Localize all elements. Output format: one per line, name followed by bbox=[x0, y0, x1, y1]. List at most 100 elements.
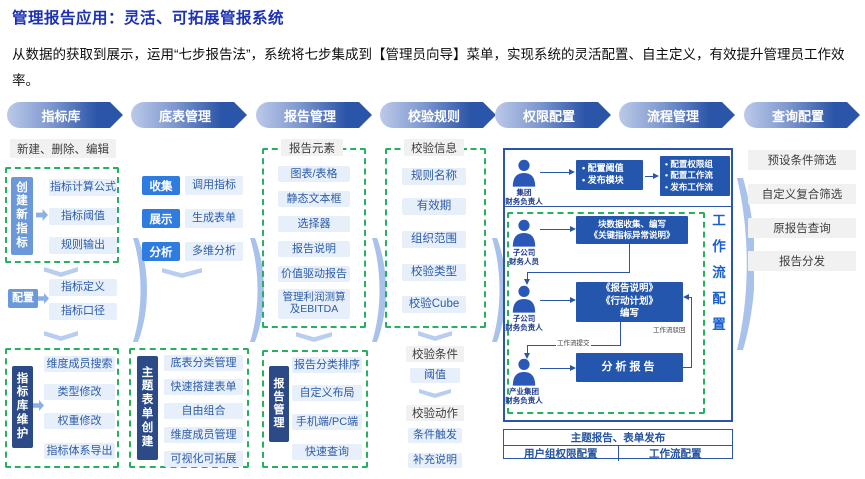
workflow-box-line: • 配置权限组 bbox=[665, 159, 713, 170]
workflow-box-report: 《报告说明》 《行动计划》 编写 bbox=[576, 282, 683, 322]
person-icon bbox=[512, 358, 536, 386]
actor-label: 产业集团 财务负责人 bbox=[500, 387, 548, 405]
arrowhead-icon bbox=[570, 296, 576, 303]
chevron-down-icon bbox=[44, 267, 78, 277]
report-manage-item: 快速查询 bbox=[292, 444, 362, 460]
validation-item: 有效期 bbox=[402, 198, 466, 215]
workflow-box-line: 分析报告 bbox=[601, 361, 658, 374]
workflow-reject-label: 工作流驳回 bbox=[652, 327, 687, 335]
validation-cond-item: 阈值 bbox=[410, 368, 460, 383]
theme-form-group bbox=[129, 348, 249, 468]
connector-line bbox=[620, 322, 621, 345]
validation-item: 校验Cube bbox=[402, 296, 466, 313]
arrowhead-icon bbox=[569, 168, 575, 175]
connector-line bbox=[540, 172, 570, 173]
chevron-down-icon bbox=[419, 389, 451, 398]
connector-line bbox=[688, 297, 692, 298]
arrowhead-icon bbox=[570, 364, 576, 371]
actor-line: 财务负责人 bbox=[505, 395, 543, 405]
workflow-box-line: 《行动计划》 bbox=[600, 295, 658, 307]
connector-line bbox=[540, 300, 571, 301]
workflow-submit-label: 工作流提交 bbox=[556, 340, 591, 348]
workflow-divider bbox=[503, 206, 733, 207]
connector-line bbox=[683, 367, 692, 368]
person-icon bbox=[512, 219, 536, 247]
step-indicator-library: 指标库 bbox=[7, 102, 123, 128]
footer-top-cell: 主题报告、表单发布 bbox=[570, 432, 666, 444]
connector-line bbox=[629, 244, 630, 272]
query-item: 报告分发 bbox=[748, 251, 856, 271]
step-validation-rules: 校验规则 bbox=[380, 102, 496, 128]
chevron-down-icon bbox=[44, 331, 78, 341]
chevron-down-icon bbox=[162, 268, 202, 278]
display-value: 生成表单 bbox=[185, 209, 243, 228]
actor-line: 子公司 bbox=[512, 248, 536, 257]
swoosh-arrow-icon bbox=[133, 238, 147, 342]
step-permission-config: 权限配置 bbox=[495, 102, 611, 128]
indicator-item: 指标计算公式 bbox=[49, 179, 117, 196]
chevron-down-icon bbox=[418, 331, 452, 341]
workflow-box-line: 《关键指标异常说明》 bbox=[589, 230, 675, 240]
connector-line bbox=[527, 345, 528, 354]
report-element: 价值驱动报告 bbox=[278, 266, 350, 282]
validation-item: 校验类型 bbox=[402, 264, 466, 281]
theme-form-side-label: 主题表单创建 bbox=[137, 356, 158, 460]
footer-left-cell: 用户组权限配置 bbox=[524, 448, 598, 460]
person-icon bbox=[512, 159, 536, 187]
workflow-inner-group bbox=[507, 212, 705, 414]
actor-line: 集团 bbox=[516, 188, 532, 197]
connector-line bbox=[645, 176, 655, 177]
arrowhead-icon bbox=[524, 279, 530, 285]
workflow-box-line: • 配置工作流 bbox=[665, 170, 713, 181]
step-process-mgmt: 流程管理 bbox=[619, 102, 735, 128]
workflow-box-collect: 块数据收集、编写 《关键指标异常说明》 bbox=[576, 216, 688, 244]
collect-value: 调用指标 bbox=[185, 176, 243, 195]
arrowhead-icon bbox=[653, 172, 659, 179]
swoosh-arrow-icon bbox=[250, 238, 264, 342]
theme-item: 快速搭建表单 bbox=[164, 379, 243, 395]
workflow-box-config: • 配置阈值 • 发布模块 bbox=[576, 160, 643, 190]
workflow-box-publish: • 配置权限组 • 配置工作流 • 发布工作流 bbox=[660, 156, 730, 196]
validation-cond-header: 校验条件 bbox=[406, 346, 464, 362]
connector-line bbox=[527, 272, 528, 280]
arrowhead-icon bbox=[524, 353, 530, 359]
display-key: 展示 bbox=[142, 209, 180, 228]
indicator-maintain-side-label: 指标库维护 bbox=[12, 366, 33, 448]
workflow-box-line: • 配置阈值 bbox=[582, 163, 624, 174]
report-element: 管理利润测算及EBITDA bbox=[278, 289, 350, 319]
indicator-actions-label: 新建、删除、编辑 bbox=[10, 139, 116, 158]
connector-line bbox=[540, 368, 571, 369]
report-manage-side-label: 报告管理 bbox=[269, 366, 289, 442]
validation-act-header: 校验动作 bbox=[406, 405, 464, 421]
actor-line: 产业集团 bbox=[509, 387, 539, 396]
query-item: 原报告查询 bbox=[748, 218, 856, 238]
indicator-item: 指标阈值 bbox=[49, 208, 117, 225]
workflow-footer-table: 主题报告、表单发布 用户组权限配置 工作流配置 bbox=[503, 429, 733, 461]
theme-item: 可视化可拓展 bbox=[164, 451, 243, 467]
report-elements-header: 报告元素 bbox=[281, 139, 343, 156]
indicator-item: 规则输出 bbox=[49, 237, 117, 254]
indicator-item: 指标体系导出 bbox=[44, 443, 115, 459]
validation-info-header: 校验信息 bbox=[404, 139, 464, 156]
report-manage-item: 报告分类排序 bbox=[292, 357, 362, 373]
arrow-right-icon bbox=[33, 400, 44, 411]
theme-item: 底表分类管理 bbox=[164, 355, 243, 371]
workflow-box-line: 《报告说明》 bbox=[600, 283, 658, 295]
page-title: 管理报告应用：灵活、可拓展管报系统 bbox=[12, 10, 285, 27]
workflow-side-label: 工作流配置 bbox=[712, 213, 726, 332]
indicator-item: 指标口径 bbox=[49, 303, 117, 320]
actor-line: 财务负责人 bbox=[505, 322, 543, 332]
validation-item: 规则名称 bbox=[402, 168, 466, 185]
connector-line bbox=[540, 229, 571, 230]
table-row: 用户组权限配置 工作流配置 bbox=[504, 445, 732, 461]
step-base-table-mgmt: 底表管理 bbox=[131, 102, 247, 128]
swoosh-arrow-icon bbox=[492, 238, 506, 342]
report-element: 报告说明 bbox=[278, 241, 350, 257]
page-subtitle: 从数据的获取到展示，运用“七步报告法”，系统将七步集成到【管理员向导】菜单，实现… bbox=[12, 47, 845, 88]
report-manage-group bbox=[262, 350, 368, 468]
validation-item: 组织范围 bbox=[402, 231, 466, 248]
validation-act-item: 条件触发 bbox=[408, 428, 462, 443]
theme-item: 自由组合 bbox=[164, 403, 243, 419]
workflow-box-line: 块数据收集、编写 bbox=[597, 218, 666, 229]
